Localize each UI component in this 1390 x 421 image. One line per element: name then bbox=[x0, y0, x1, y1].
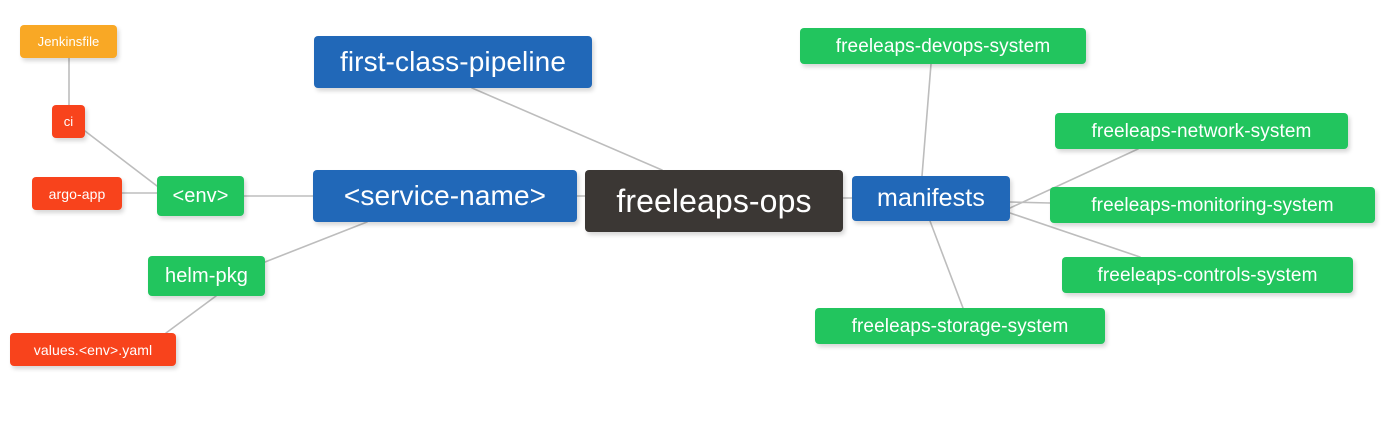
edge-pipeline-ops bbox=[471, 87, 663, 171]
node-label-service-name: <service-name> bbox=[343, 180, 547, 211]
node-argo-app[interactable]: argo-app bbox=[32, 177, 122, 210]
node-freeleaps-monitoring-system[interactable]: freeleaps-monitoring-system bbox=[1050, 187, 1375, 223]
node-freeleaps-devops-system[interactable]: freeleaps-devops-system bbox=[800, 28, 1086, 64]
node-label-argo-app: argo-app bbox=[48, 185, 106, 202]
edge-helm-pkg-service-name bbox=[264, 221, 368, 263]
edge-manifests-monitoring bbox=[1009, 201, 1051, 204]
node-label-helm-pkg: helm-pkg bbox=[164, 265, 249, 287]
node-label-freeleaps-storage-system: freeleaps-storage-system bbox=[851, 315, 1069, 337]
node-freeleaps-controls-system[interactable]: freeleaps-controls-system bbox=[1062, 257, 1353, 293]
node-label-freeleaps-controls-system: freeleaps-controls-system bbox=[1097, 264, 1318, 286]
node-freeleaps-ops[interactable]: freeleaps-ops bbox=[585, 170, 843, 232]
node-jenkinsfile[interactable]: Jenkinsfile bbox=[20, 25, 117, 58]
node-label-freeleaps-devops-system: freeleaps-devops-system bbox=[835, 35, 1051, 57]
node-first-class-pipeline[interactable]: first-class-pipeline bbox=[314, 36, 592, 88]
node-label-freeleaps-network-system: freeleaps-network-system bbox=[1091, 120, 1312, 142]
node-label-first-class-pipeline: first-class-pipeline bbox=[339, 46, 567, 77]
node-label-manifests: manifests bbox=[877, 184, 985, 212]
edge-manifests-devops bbox=[921, 63, 932, 177]
node-label-ci: ci bbox=[63, 114, 74, 129]
node-freeleaps-network-system[interactable]: freeleaps-network-system bbox=[1055, 113, 1348, 149]
node-label-values-env-yaml: values.<env>.yaml bbox=[33, 341, 153, 358]
node-freeleaps-storage-system[interactable]: freeleaps-storage-system bbox=[815, 308, 1105, 344]
node-label-env: <env> bbox=[172, 185, 229, 207]
node-helm-pkg[interactable]: helm-pkg bbox=[148, 256, 265, 296]
node-manifests[interactable]: manifests bbox=[852, 176, 1010, 221]
node-env[interactable]: <env> bbox=[157, 176, 244, 216]
node-values-env-yaml[interactable]: values.<env>.yaml bbox=[10, 333, 176, 366]
edge-manifests-storage bbox=[929, 220, 964, 309]
node-service-name[interactable]: <service-name> bbox=[313, 170, 577, 222]
edge-values-helm-pkg bbox=[165, 295, 217, 334]
node-label-jenkinsfile: Jenkinsfile bbox=[37, 34, 100, 49]
node-ci[interactable]: ci bbox=[52, 105, 85, 138]
node-label-freeleaps-ops: freeleaps-ops bbox=[616, 183, 812, 219]
node-label-freeleaps-monitoring-system: freeleaps-monitoring-system bbox=[1091, 194, 1334, 216]
